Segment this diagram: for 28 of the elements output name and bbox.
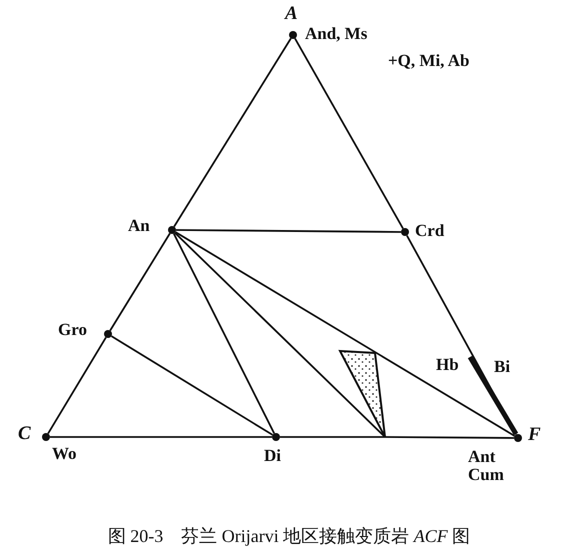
tie-line xyxy=(109,232,171,332)
mineral-label: And, Ms xyxy=(305,25,368,43)
mineral-label: Hb xyxy=(436,356,459,374)
tie-line xyxy=(385,436,514,439)
mineral-label: An xyxy=(128,217,150,235)
vertex-label: A xyxy=(285,5,298,23)
tie-line xyxy=(174,232,386,438)
tie-line xyxy=(176,229,401,233)
figure-caption: 图 20-3 芬兰 Orijarvi 地区接触变质岩 ACF 图 xyxy=(106,525,472,548)
mineral-label: Ant Cum xyxy=(468,448,505,484)
stippled-triangle xyxy=(338,350,386,438)
tie-line xyxy=(47,336,107,434)
vertex-label: C xyxy=(18,425,31,443)
tie-line xyxy=(173,233,275,434)
mineral-label: Di xyxy=(264,447,281,465)
tie-line xyxy=(174,231,516,437)
tie-line xyxy=(280,436,385,438)
tie-line xyxy=(110,335,274,436)
mineral-label: Wo xyxy=(52,445,77,463)
vertex-label: F xyxy=(528,426,541,444)
tie-line xyxy=(173,38,292,228)
assemblage-note: +Q, Mi, Ab xyxy=(388,52,470,70)
tie-line xyxy=(50,436,272,438)
mineral-label: Gro xyxy=(58,321,87,339)
mineral-label: Crd xyxy=(415,222,444,240)
mineral-label: Bi xyxy=(494,358,510,376)
tie-line xyxy=(294,38,404,229)
tie-line xyxy=(406,235,517,435)
